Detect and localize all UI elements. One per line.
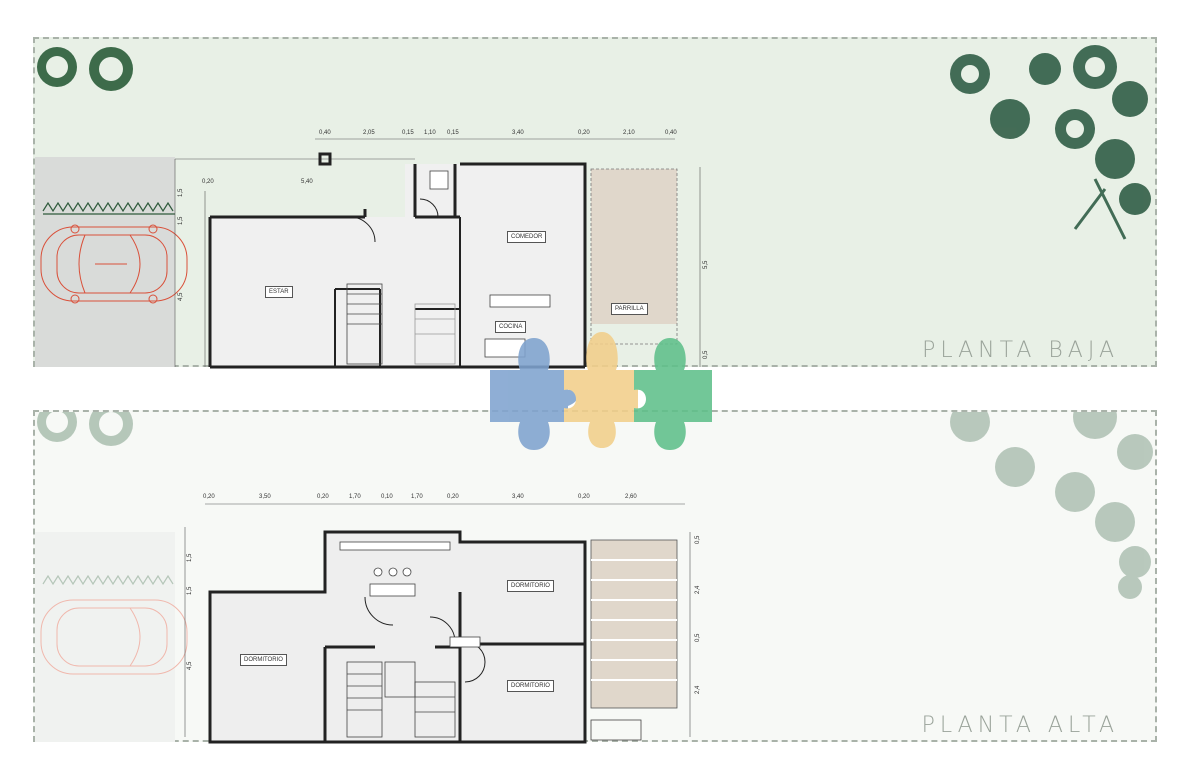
dim-left-3: 4,5 bbox=[187, 661, 193, 670]
dim-top-8: 2,10 bbox=[623, 130, 635, 136]
dim-top-5: 0,15 bbox=[447, 130, 459, 136]
shrub-icon bbox=[950, 45, 1151, 240]
dim-top-7: 0,20 bbox=[578, 130, 590, 136]
dim-right-2: 2,4 bbox=[695, 585, 701, 594]
puzzle-logo-icon bbox=[490, 332, 712, 450]
dim-left-3: 4,5 bbox=[178, 292, 184, 301]
dim-top-2: 3,50 bbox=[259, 494, 271, 500]
dim-top-6: 3,40 bbox=[512, 130, 524, 136]
dim-left-2: 1,5 bbox=[178, 216, 184, 225]
dimension-lines bbox=[174, 138, 701, 367]
dim-top-1: 0,20 bbox=[203, 494, 215, 500]
car-icon bbox=[40, 599, 188, 675]
dim-left-1: 1,5 bbox=[187, 553, 193, 562]
dim-top-5: 0,10 bbox=[381, 494, 393, 500]
dim-top-1: 0,40 bbox=[319, 130, 331, 136]
hedge-icon bbox=[42, 574, 174, 586]
room-label-estar: ESTAR bbox=[265, 286, 293, 298]
floor-title-baja: PLANTA BAJA bbox=[922, 338, 1119, 363]
room-label-dormitorio-3: DORMITORIO bbox=[507, 680, 554, 692]
dim-top-6: 1,70 bbox=[411, 494, 423, 500]
dim-top-2: 2,05 bbox=[363, 130, 375, 136]
dim-side-2: 5,40 bbox=[301, 179, 313, 185]
dim-left-1: 1,5 bbox=[178, 188, 184, 197]
dim-left-2: 1,5 bbox=[187, 586, 193, 595]
floor-title-alta: PLANTA ALTA bbox=[921, 713, 1119, 738]
dim-top-3: 0,20 bbox=[317, 494, 329, 500]
room-label-dormitorio-1: DORMITORIO bbox=[240, 654, 287, 666]
planta-alta-drawing bbox=[35, 412, 1153, 744]
dim-top-8: 3,40 bbox=[512, 494, 524, 500]
dim-top-10: 2,60 bbox=[625, 494, 637, 500]
room-label-cocina: COCINA bbox=[495, 321, 527, 333]
driveway bbox=[35, 157, 175, 367]
room-label-parrilla: PARRILLA bbox=[611, 303, 648, 315]
planta-baja-panel: ESTAR COMEDOR COCINA PARRILLA 0,40 2,05 … bbox=[33, 37, 1157, 369]
dim-right-1: 0,5 bbox=[695, 535, 701, 544]
tree-icon bbox=[37, 47, 133, 91]
planta-baja-drawing bbox=[35, 45, 1151, 369]
floor-plan-walls bbox=[208, 530, 678, 744]
dim-top-4: 1,10 bbox=[424, 130, 436, 136]
dimension-lines bbox=[184, 503, 691, 737]
car-icon bbox=[40, 224, 188, 304]
dim-side-1: 0,20 bbox=[202, 179, 214, 185]
dim-top-3: 0,15 bbox=[402, 130, 414, 136]
planta-alta-panel: DORMITORIO DORMITORIO DORMITORIO 0,20 3,… bbox=[33, 410, 1157, 744]
dim-top-7: 0,20 bbox=[447, 494, 459, 500]
room-label-comedor: COMEDOR bbox=[507, 231, 547, 243]
driveway-faded bbox=[35, 532, 175, 742]
dim-right-3: 0,5 bbox=[695, 633, 701, 642]
dim-right-4: 2,4 bbox=[695, 685, 701, 694]
room-label-dormitorio-2: DORMITORIO bbox=[507, 580, 554, 592]
hedge-icon bbox=[42, 201, 175, 215]
dim-top-9: 0,20 bbox=[578, 494, 590, 500]
dim-top-4: 1,70 bbox=[349, 494, 361, 500]
dim-top-9: 0,40 bbox=[665, 130, 677, 136]
shrub-icon bbox=[950, 412, 1153, 599]
dim-right-1: 5,5 bbox=[703, 260, 709, 269]
tree-icon bbox=[37, 412, 133, 446]
